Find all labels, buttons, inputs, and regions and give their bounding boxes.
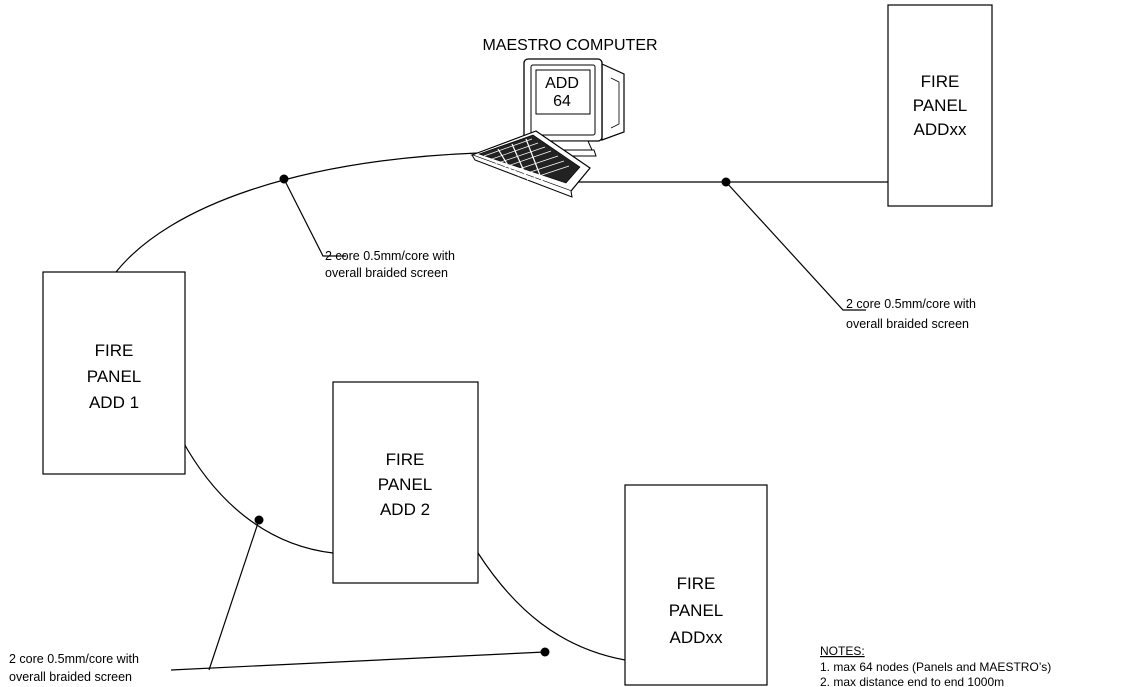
panel-top-right-line1: FIRE xyxy=(921,72,960,91)
panel-add2-line1: FIRE xyxy=(386,450,425,469)
cable-panel1-to-panel2 xyxy=(181,439,334,554)
panel-add1-line2: PANEL xyxy=(87,367,142,386)
callout-top-left-line1: 2 core 0.5mm/core with xyxy=(325,249,455,263)
cable-callout-top-left: 2 core 0.5mm/core with overall braided s… xyxy=(325,249,455,280)
callout-bottom-left-line1: 2 core 0.5mm/core with xyxy=(9,652,139,666)
cable-callout-top-right: 2 core 0.5mm/core with overall braided s… xyxy=(846,297,976,331)
panel-add2-line2: PANEL xyxy=(378,475,433,494)
callout-top-right-line1: 2 core 0.5mm/core with xyxy=(846,297,976,311)
cable-callout-bottom-left: 2 core 0.5mm/core with overall braided s… xyxy=(9,652,139,684)
junction-node-left xyxy=(254,515,264,525)
panel-add2-line3: ADD 2 xyxy=(380,500,430,519)
panel-top-right-line3: ADDxx xyxy=(914,120,967,139)
keyboard-icon xyxy=(470,130,591,198)
callout-top-left-line2: overall braided screen xyxy=(325,266,448,280)
notes-block: NOTES: 1. max 64 nodes (Panels and MAEST… xyxy=(820,644,1051,687)
panel-top-right-line2: PANEL xyxy=(913,96,968,115)
leader-line-top-right xyxy=(725,181,866,311)
fire-panel-top-right: FIRE PANEL ADDxx xyxy=(887,4,993,207)
fire-panel-bottom-right: FIRE PANEL ADDxx xyxy=(624,484,768,686)
cable-panel2-to-panel-bottom xyxy=(477,552,626,661)
junction-node-top-right xyxy=(721,177,731,187)
note-item-2: 2. max distance end to end 1000m xyxy=(820,675,1004,687)
leader-line-bottom-b xyxy=(170,651,546,671)
junction-node-top-left xyxy=(279,174,289,184)
monitor-screen-line2: 64 xyxy=(553,93,571,110)
callout-bottom-left-line2: overall braided screen xyxy=(9,670,132,684)
fire-panel-add2: FIRE PANEL ADD 2 xyxy=(332,381,479,584)
panel-bottom-right-line3: ADDxx xyxy=(670,628,723,647)
junction-node-right xyxy=(540,647,550,657)
note-item-1: 1. max 64 nodes (Panels and MAESTRO’s) xyxy=(820,660,1051,674)
monitor-screen-line1: ADD xyxy=(545,75,579,92)
fire-panel-add1: FIRE PANEL ADD 1 xyxy=(42,271,186,475)
cable-panel1-to-computer xyxy=(115,152,479,273)
notes-heading: NOTES: xyxy=(820,644,865,658)
computer-title: MAESTRO COMPUTER xyxy=(482,37,657,54)
maestro-computer: MAESTRO COMPUTER ADD 64 xyxy=(470,37,658,198)
callout-top-right-line2: overall braided screen xyxy=(846,317,969,331)
leader-line-top-left xyxy=(283,178,346,257)
panel-add1-line1: FIRE xyxy=(95,341,134,360)
monitor-icon xyxy=(523,58,625,157)
panel-bottom-right-line1: FIRE xyxy=(677,574,716,593)
panel-add1-line3: ADD 1 xyxy=(89,393,139,412)
leader-line-bottom-a xyxy=(208,519,260,671)
panel-bottom-right-line2: PANEL xyxy=(669,601,724,620)
